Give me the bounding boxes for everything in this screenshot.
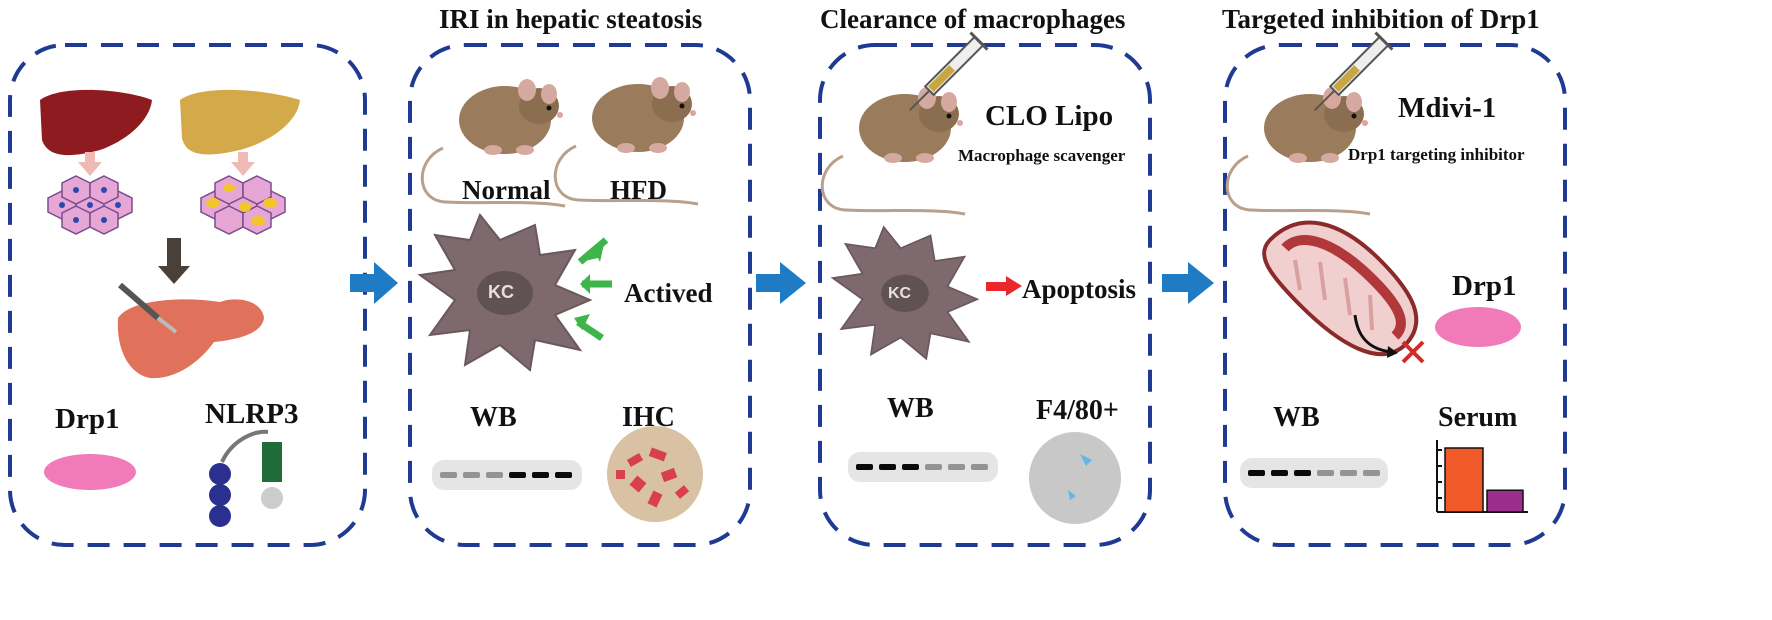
wb-label-3: WB [887, 393, 934, 424]
wb-band [971, 464, 988, 470]
wb-band [555, 472, 572, 478]
wb-band [879, 464, 896, 470]
western-blot-2 [432, 460, 582, 490]
panel-2-title: IRI in hepatic steatosis [439, 4, 703, 34]
flow-arrow-3 [1162, 262, 1214, 304]
panel-1-frame [8, 43, 367, 547]
flow-arrow-2 [756, 262, 806, 304]
active-arrows-icon [574, 237, 612, 341]
wb-band [902, 464, 919, 470]
wb-band [948, 464, 965, 470]
wb-band [1294, 470, 1311, 476]
drp1-label: Drp1 [55, 403, 120, 435]
inhibit-x-icon [1401, 340, 1425, 364]
kc-label-2: KC [888, 285, 912, 302]
drp1-target-label: Drp1 [1452, 270, 1517, 302]
wb-band [532, 472, 549, 478]
hepatocytes-normal-icon [47, 175, 133, 235]
liver-normal-icon [40, 89, 152, 156]
drp1-inhibitor-label: Drp1 targeting inhibitor [1348, 145, 1525, 164]
panel-2-frame [408, 43, 752, 547]
liver-fatty-icon [180, 89, 300, 155]
f480-label: F4/80+ [1036, 395, 1119, 426]
wb-band [925, 464, 942, 470]
f480-slide-icon [1029, 432, 1121, 524]
kc-label-1: KC [488, 282, 514, 302]
wb-band [486, 472, 503, 478]
macrophage-scavenger-label: Macrophage scavenger [958, 146, 1126, 165]
serum-label: Serum [1438, 402, 1518, 433]
wb-band [440, 472, 457, 478]
panel-3-title: Clearance of macrophages [820, 4, 1126, 34]
ihc-slide-icon [607, 426, 703, 522]
nlrp3-label: NLRP3 [205, 398, 299, 430]
serum-bar-2 [1486, 489, 1524, 513]
ihc-spots [616, 447, 690, 508]
wb-band [1271, 470, 1288, 476]
wb-band [856, 464, 873, 470]
wb-band [1363, 470, 1380, 476]
apoptosis-arrow-icon [986, 276, 1022, 296]
apoptosis-label: Apoptosis [1022, 274, 1137, 304]
wb-band [1248, 470, 1265, 476]
western-blot-4 [1240, 458, 1388, 488]
serum-bar-1 [1444, 447, 1484, 513]
nlrp3-icon [209, 429, 283, 527]
clo-lipo-label: CLO Lipo [985, 100, 1114, 132]
scalpel-icon [118, 282, 178, 334]
panel-4-title: Targeted inhibition of Drp1 [1222, 4, 1540, 34]
flow-arrow-1 [350, 262, 398, 304]
serum-bar-chart-icon [1436, 440, 1528, 513]
mouse-clo-icon [820, 85, 967, 216]
wb-band [1340, 470, 1357, 476]
wb-label-4: WB [1273, 402, 1320, 433]
drp1-shape-2 [1435, 307, 1521, 347]
drp1-shape-1 [44, 454, 136, 490]
mouse-normal-label: Normal [462, 175, 551, 205]
mitochondrion-icon [1262, 220, 1419, 357]
hepatocytes-fatty-icon [200, 175, 286, 235]
liver-surgery-icon [117, 299, 264, 379]
mito-arrow-icon [1353, 314, 1393, 354]
ihc-label: IHC [622, 402, 675, 433]
activated-label: Actived [624, 278, 713, 308]
wb-band [1317, 470, 1334, 476]
wb-label-2: WB [470, 402, 517, 433]
panel-4-frame [1223, 43, 1567, 547]
wb-band [463, 472, 480, 478]
western-blot-3 [848, 452, 998, 482]
mdivi-label: Mdivi-1 [1398, 92, 1497, 124]
down-arrow-icon [158, 238, 190, 284]
mouse-hfd-label: HFD [610, 175, 667, 205]
wb-band [509, 472, 526, 478]
